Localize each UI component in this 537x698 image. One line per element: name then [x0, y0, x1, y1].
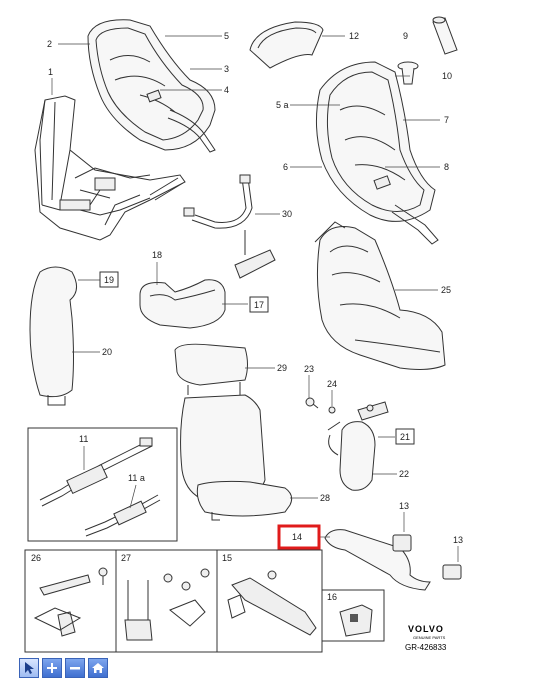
part-20-panel[interactable] [29, 266, 77, 406]
part-9-cap[interactable] [432, 16, 458, 55]
plus-icon[interactable] [42, 658, 62, 678]
highlighted-label-14[interactable]: 14 [277, 524, 321, 550]
label-25[interactable]: 25 [441, 285, 451, 295]
label-5[interactable]: 5 [224, 31, 229, 41]
label-12[interactable]: 12 [349, 31, 359, 41]
label-1[interactable]: 1 [48, 67, 53, 77]
part-16-handle[interactable] [339, 604, 373, 637]
home-icon[interactable] [88, 658, 108, 678]
viewer-toolbar [19, 658, 108, 678]
label-30[interactable]: 30 [282, 209, 292, 219]
boxed-labels: 19 17 21 [99, 271, 415, 445]
brand-name: VOLVO [408, 624, 444, 634]
label-27[interactable]: 27 [121, 553, 131, 563]
part-15-rail[interactable] [227, 570, 317, 636]
label-2[interactable]: 2 [47, 39, 52, 49]
label-20[interactable]: 20 [102, 347, 112, 357]
part-11-belt-buckle[interactable] [39, 437, 161, 537]
part-26-bracket[interactable] [33, 567, 108, 637]
part-27-bracket[interactable] [124, 568, 210, 641]
part-22-mirror[interactable] [327, 421, 376, 491]
label-16[interactable]: 16 [327, 592, 337, 602]
label-8[interactable]: 8 [444, 162, 449, 172]
part-30-bracket[interactable] [183, 174, 276, 279]
label-6[interactable]: 6 [283, 162, 288, 172]
box-16 [321, 589, 385, 642]
highlight-box [277, 524, 321, 550]
part-24-washer[interactable] [328, 406, 336, 414]
label-22[interactable]: 22 [399, 469, 409, 479]
label-9[interactable]: 9 [403, 31, 408, 41]
part-17-booster-cushion[interactable] [139, 279, 226, 329]
label-28[interactable]: 28 [320, 493, 330, 503]
label-4[interactable]: 4 [224, 85, 229, 95]
part-25-seat-cover[interactable] [314, 221, 446, 370]
box-11-belt [27, 427, 178, 542]
label-26[interactable]: 26 [31, 553, 41, 563]
label-13-upper[interactable]: 13 [399, 501, 409, 511]
part-6-child-seat[interactable] [315, 61, 439, 245]
label-3[interactable]: 3 [224, 64, 229, 74]
part-10-clip[interactable] [397, 61, 419, 85]
label-11a[interactable]: 11 a [128, 473, 145, 483]
box-26 [24, 549, 117, 653]
label-7[interactable]: 7 [444, 115, 449, 125]
label-11[interactable]: 11 [79, 434, 88, 444]
label-29[interactable]: 29 [277, 363, 287, 373]
label-17[interactable]: 17 [254, 300, 264, 310]
label-19[interactable]: 19 [104, 275, 114, 285]
label-24[interactable]: 24 [327, 379, 337, 389]
label-10[interactable]: 10 [442, 71, 452, 81]
part-labels: 2 1 5 3 4 12 9 10 5 a 6 7 8 30 18 25 20 … [31, 31, 463, 602]
minus-icon[interactable] [65, 658, 85, 678]
part-21-mirror-bracket[interactable] [357, 401, 389, 421]
label-15[interactable]: 15 [222, 553, 232, 563]
pointer-icon[interactable] [19, 658, 39, 678]
brand-sub: GENUINE PARTS [413, 635, 446, 640]
brand-block: VOLVO GENUINE PARTS GR-426833 [405, 624, 447, 652]
brand-ref: GR-426833 [405, 643, 447, 652]
part-2-infant-seat[interactable] [87, 19, 216, 153]
label-23[interactable]: 23 [304, 364, 314, 374]
part-23-screw[interactable] [305, 397, 319, 409]
label-13-lower[interactable]: 13 [453, 535, 463, 545]
leader-lines [51, 35, 459, 562]
label-18[interactable]: 18 [152, 250, 162, 260]
label-14[interactable]: 14 [292, 532, 302, 542]
part-12-canopy[interactable] [249, 21, 324, 69]
label-5a[interactable]: 5 a [276, 100, 289, 110]
part-14-strap[interactable] [324, 529, 462, 591]
part-1-seat-frame[interactable] [34, 95, 186, 241]
label-21[interactable]: 21 [400, 432, 410, 442]
part-29-booster-seat[interactable] [174, 343, 293, 521]
